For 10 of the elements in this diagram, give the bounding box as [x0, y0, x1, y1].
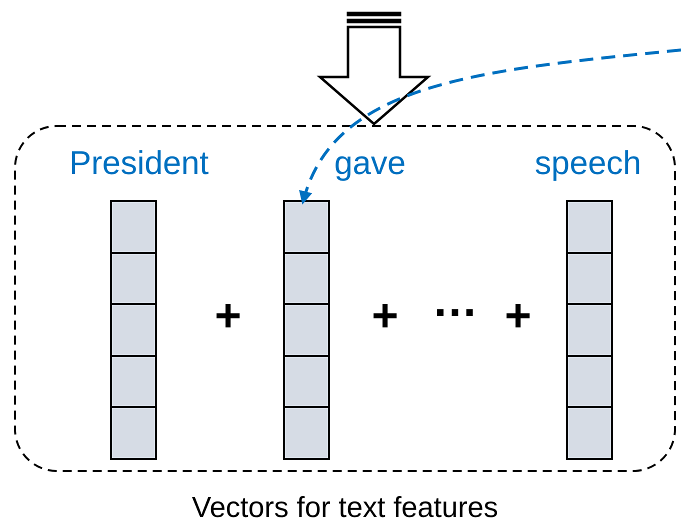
operator-symbol: +	[372, 292, 398, 338]
dashed-arrow	[300, 48, 681, 205]
operator-symbol: +	[504, 292, 532, 338]
operator-symbol: +	[214, 292, 242, 338]
block-arrow	[316, 12, 432, 126]
word-label: speech	[534, 146, 642, 179]
word-label: gave	[334, 146, 406, 179]
word-label: President	[69, 146, 209, 179]
operator-symbol: …	[432, 277, 478, 323]
group-label: Vectors for text features	[190, 494, 500, 523]
